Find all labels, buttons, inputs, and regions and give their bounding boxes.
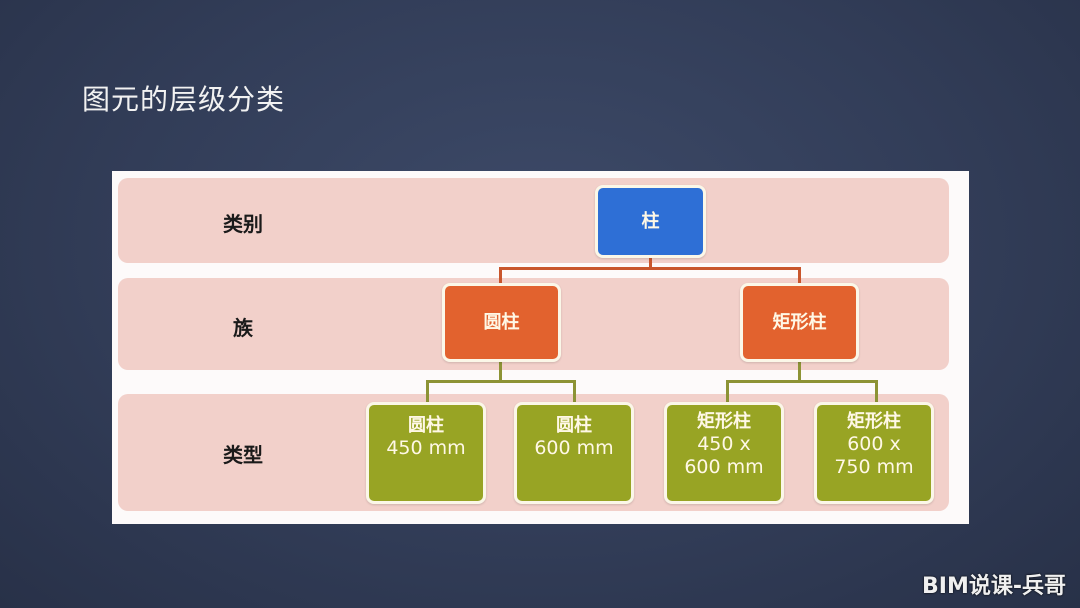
- hierarchy-diagram: 类别 族 类型 柱 圆柱 矩形柱 圆柱 450 mm 圆柱 600 mm 矩形柱…: [112, 171, 969, 524]
- level-label-family: 族: [233, 316, 253, 340]
- node-type-round-600[interactable]: 圆柱 600 mm: [514, 402, 634, 504]
- type-size: 600 mm: [684, 456, 764, 478]
- watermark: BIM说课-兵哥: [922, 574, 1066, 599]
- type-size: 750 mm: [834, 456, 914, 478]
- connector-line: [426, 380, 429, 403]
- node-family-rect-column[interactable]: 矩形柱: [740, 283, 859, 362]
- node-label: 柱: [641, 210, 660, 232]
- node-type-rect-600x750[interactable]: 矩形柱 600 x 750 mm: [814, 402, 934, 504]
- type-name: 圆柱: [408, 415, 444, 436]
- type-size: 600 mm: [534, 437, 614, 459]
- connector-line: [726, 380, 878, 383]
- node-type-round-450[interactable]: 圆柱 450 mm: [366, 402, 486, 504]
- level-label-category: 类别: [223, 212, 263, 236]
- connector-line: [426, 380, 576, 383]
- connector-line: [798, 267, 801, 283]
- connector-line: [798, 361, 801, 382]
- node-category-column[interactable]: 柱: [595, 185, 706, 258]
- connector-line: [649, 256, 652, 269]
- connector-line: [499, 267, 502, 283]
- slide-title: 图元的层级分类: [82, 83, 286, 116]
- connector-line: [875, 380, 878, 403]
- connector-line: [726, 380, 729, 403]
- connector-line: [573, 380, 576, 403]
- node-type-rect-450x600[interactable]: 矩形柱 450 x 600 mm: [664, 402, 784, 504]
- band-category: 类别: [118, 178, 949, 263]
- type-name: 圆柱: [556, 415, 592, 436]
- type-size: 450 mm: [386, 437, 466, 459]
- node-family-round-column[interactable]: 圆柱: [442, 283, 561, 362]
- type-name: 矩形柱: [847, 411, 901, 432]
- type-size: 450 x: [697, 433, 751, 455]
- node-label: 矩形柱: [772, 311, 827, 333]
- type-name: 矩形柱: [697, 411, 751, 432]
- type-size: 600 x: [847, 433, 901, 455]
- connector-line: [499, 267, 801, 270]
- connector-line: [499, 361, 502, 382]
- level-label-type: 类型: [223, 443, 263, 467]
- node-label: 圆柱: [483, 311, 520, 333]
